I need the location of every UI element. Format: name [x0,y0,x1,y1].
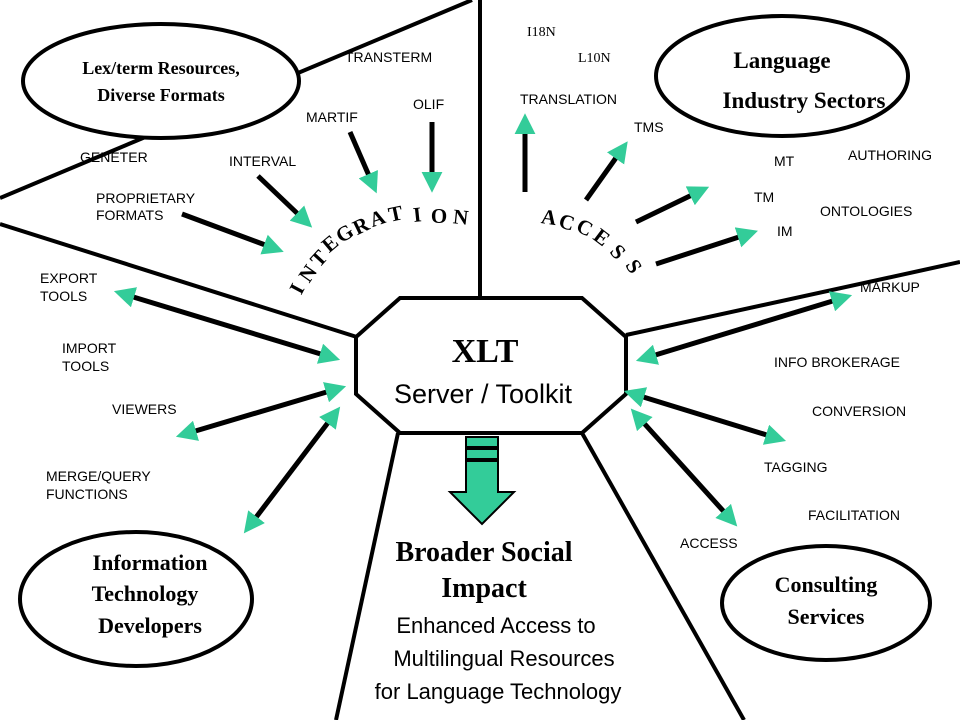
arrow-merge-query [243,406,341,534]
broader-impact-arrow [447,436,517,526]
arrow-tms [583,141,628,202]
label-tms: TMS [634,119,664,135]
arrow-proprietary [181,211,284,255]
label-martif: MARTIF [306,109,358,125]
arrow-export-tools [113,287,341,364]
label-tagging: TAGGING [764,459,828,475]
label-authoring: AUTHORING [848,147,932,163]
arrow-tm [634,186,710,225]
access-letter: C [556,208,578,235]
label-geneter: GENETER [80,149,148,165]
access-word: ACCESS [540,204,647,277]
broader-social-heading-2: Impact [441,573,527,604]
it-developers-oval [18,530,254,668]
lex-oval-line1: Lex/term Resources, [82,58,240,78]
label-facilitation: FACILITATION [808,507,900,523]
label-proprietary-1: PROPRIETARY [96,190,196,206]
arrow-access-right [630,408,738,527]
arrow-im [655,227,758,267]
arrow-viewers [175,382,347,441]
language-industry-oval [654,14,910,138]
divider-bottom-left [334,432,400,720]
it-oval-line1: Information [93,550,208,575]
label-mt: MT [774,153,795,169]
label-interval: INTERVAL [229,153,296,169]
lex-term-oval [21,22,301,140]
arrows [113,113,853,534]
arrow-martif [347,131,378,194]
label-export-2: TOOLS [40,288,87,304]
label-merge-1: MERGE/QUERY [46,468,151,484]
label-l10n: L10N [578,51,611,66]
xlt-subtitle: Server / Toolkit [394,379,573,409]
label-ontologies: ONTOLOGIES [820,203,912,219]
xlt-title: XLT [452,333,519,370]
language-oval-line2: Industry Sectors [723,88,886,113]
label-i18n: I18N [527,25,556,40]
integration-letter: N [452,204,470,229]
divider-right [625,260,960,337]
label-translation: TRANSLATION [520,91,617,107]
integration-letter: I [412,202,423,227]
consulting-oval-line1: Consulting [775,572,878,597]
label-tm: TM [754,189,774,205]
label-transterm: TRANSTERM [345,49,432,65]
label-import-1: IMPORT [62,340,117,356]
consulting-oval-line2: Services [788,604,865,629]
bottom-body-3: for Language Technology [375,679,622,704]
consulting-oval [720,544,932,662]
lex-oval-line2: Diverse Formats [97,85,224,105]
access-letter: S [621,255,648,278]
divider-bottom-right [580,432,746,720]
bottom-body-1: Enhanced Access to [396,613,595,638]
arrow-conversion [623,387,787,445]
label-im: IM [777,223,793,239]
label-olif: OLIF [413,96,444,112]
arrow-interval [256,174,313,228]
label-merge-2: FUNCTIONS [46,486,128,502]
label-import-2: TOOLS [62,358,109,374]
label-conversion: CONVERSION [812,403,906,419]
label-viewers: VIEWERS [112,401,177,417]
language-oval-line1: Language [733,48,830,73]
it-oval-line3: Developers [98,613,202,638]
bottom-body-2: Multilingual Resources [393,646,614,671]
label-access-right: ACCESS [680,535,738,551]
label-markup: MARKUP [860,279,920,295]
xlt-server-octagon [354,296,628,435]
integration-letter: T [386,200,405,226]
label-export-1: EXPORT [40,270,98,286]
access-letter: S [605,239,631,264]
label-proprietary-2: FORMATS [96,207,163,223]
it-oval-line2: Technology [92,581,199,606]
arrow-markup [635,291,853,365]
broader-social-heading-1: Broader Social [395,537,572,568]
access-letter: A [540,204,559,230]
label-info-brokerage: INFO BROKERAGE [774,354,900,370]
integration-letter: O [431,204,447,228]
